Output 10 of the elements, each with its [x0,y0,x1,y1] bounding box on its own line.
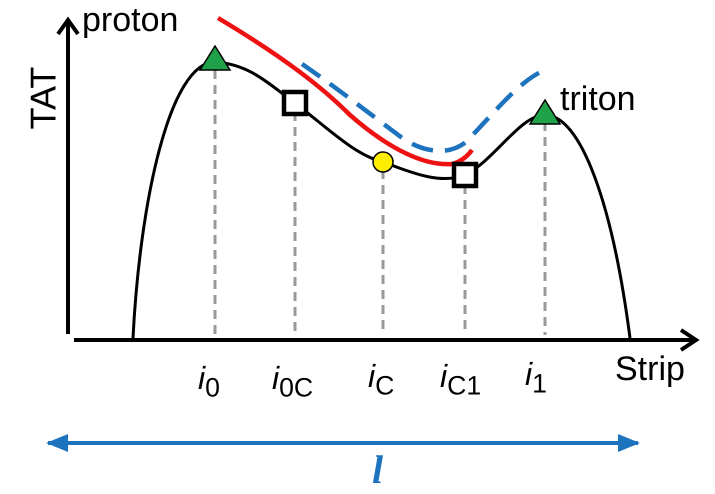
tick-label: i$_{0}$ [198,362,220,402]
tick-label: i$_{C}$ [368,360,394,400]
peak-label: proton [82,3,178,37]
axis-title: TAT [25,66,62,130]
dimension-label: l [372,450,384,490]
tick-label: i$_{0C}$ [272,362,314,402]
tick-label: i$_{C1}$ [440,360,482,400]
tick-label: i$_{1}$ [525,358,547,398]
peak-label: triton [560,82,636,116]
axis-title: Strip [615,352,685,386]
